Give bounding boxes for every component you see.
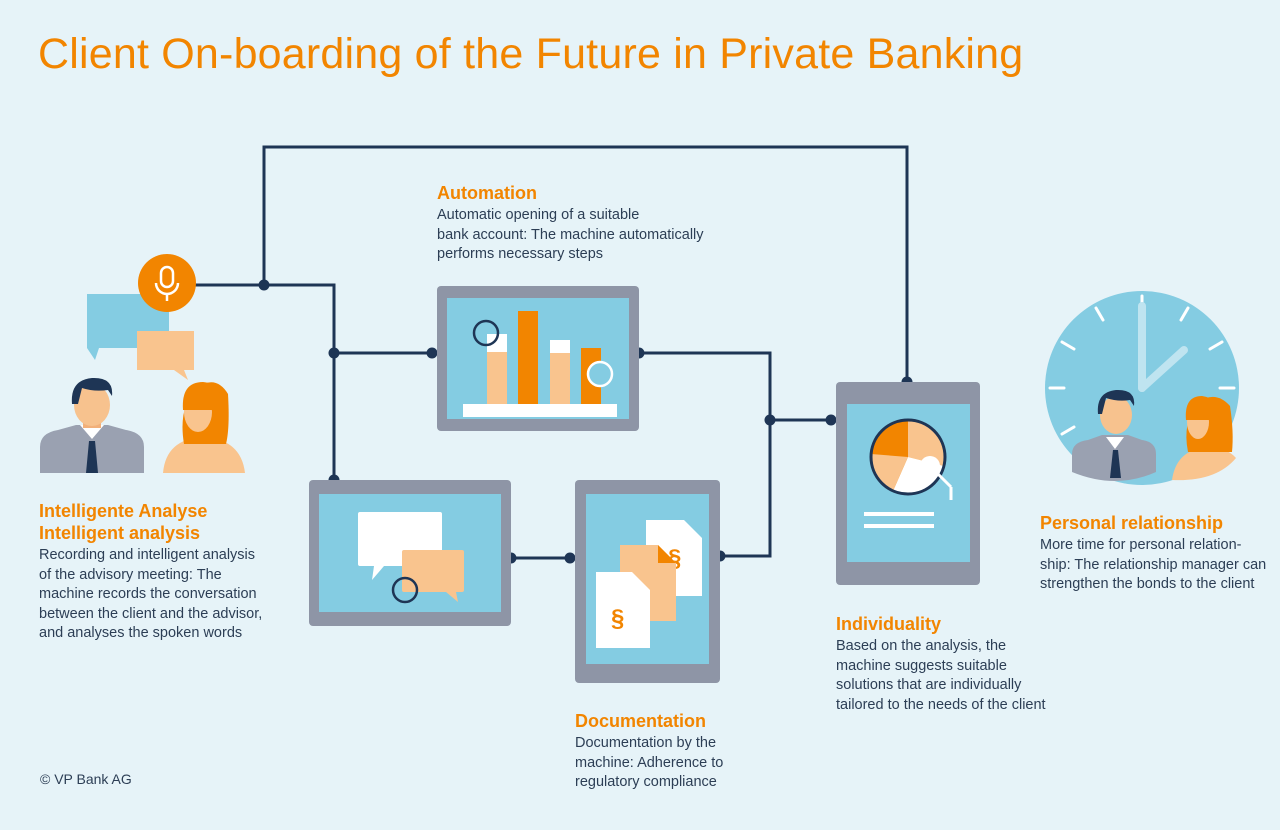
- documentation-section: Documentation Documentation by the machi…: [575, 710, 775, 793]
- person-icon: [40, 377, 144, 473]
- individuality-description: Based on the analysis, the machine sugge…: [836, 638, 1046, 713]
- person-icon: [163, 382, 245, 473]
- individuality-tablet: [836, 382, 980, 585]
- conversation-tablet: [309, 480, 511, 626]
- speech-bubble-icon: [137, 331, 194, 380]
- individuality-heading: Individuality: [836, 614, 942, 634]
- analysis-description: Recording and intelligent analysis of th…: [39, 547, 263, 641]
- person-icon: [1072, 389, 1156, 481]
- analysis-heading-en: Intelligent analysis: [39, 523, 201, 543]
- individuality-section: Individuality Based on the analysis, the…: [836, 613, 1096, 715]
- documentation-description: Documentation by the machine: Adherence …: [575, 735, 724, 790]
- conversation-illustration: [40, 254, 245, 473]
- intelligent-analysis-section: Intelligente Analyse Intelligent analysi…: [39, 500, 299, 644]
- analysis-heading-de: Intelligente Analyse: [39, 501, 208, 521]
- automation-description: Automatic opening of a suitable bank acc…: [437, 207, 704, 262]
- automation-section: Automation Automatic opening of a suitab…: [437, 182, 737, 265]
- clock-icon: [1045, 291, 1239, 485]
- bar-chart-icon: [463, 311, 617, 417]
- page-title: Client On-boarding of the Future in Priv…: [38, 30, 1024, 78]
- automation-heading: Automation: [437, 183, 537, 203]
- person-icon: [1172, 396, 1236, 481]
- relationship-description: More time for personal relation- ship: T…: [1040, 537, 1267, 592]
- section-symbol: §: [611, 605, 624, 632]
- automation-tablet: [437, 286, 639, 431]
- relationship-heading: Personal relationship: [1040, 513, 1224, 533]
- connector-lines: [195, 145, 909, 560]
- copyright-notice: © VP Bank AG: [40, 771, 132, 787]
- document-icon: §: [596, 572, 650, 648]
- documentation-tablet: § §: [575, 480, 720, 683]
- personal-relationship-section: Personal relationship More time for pers…: [1040, 512, 1276, 595]
- documentation-heading: Documentation: [575, 711, 707, 731]
- pie-chart-icon: [869, 418, 953, 500]
- microphone-icon: [138, 254, 196, 312]
